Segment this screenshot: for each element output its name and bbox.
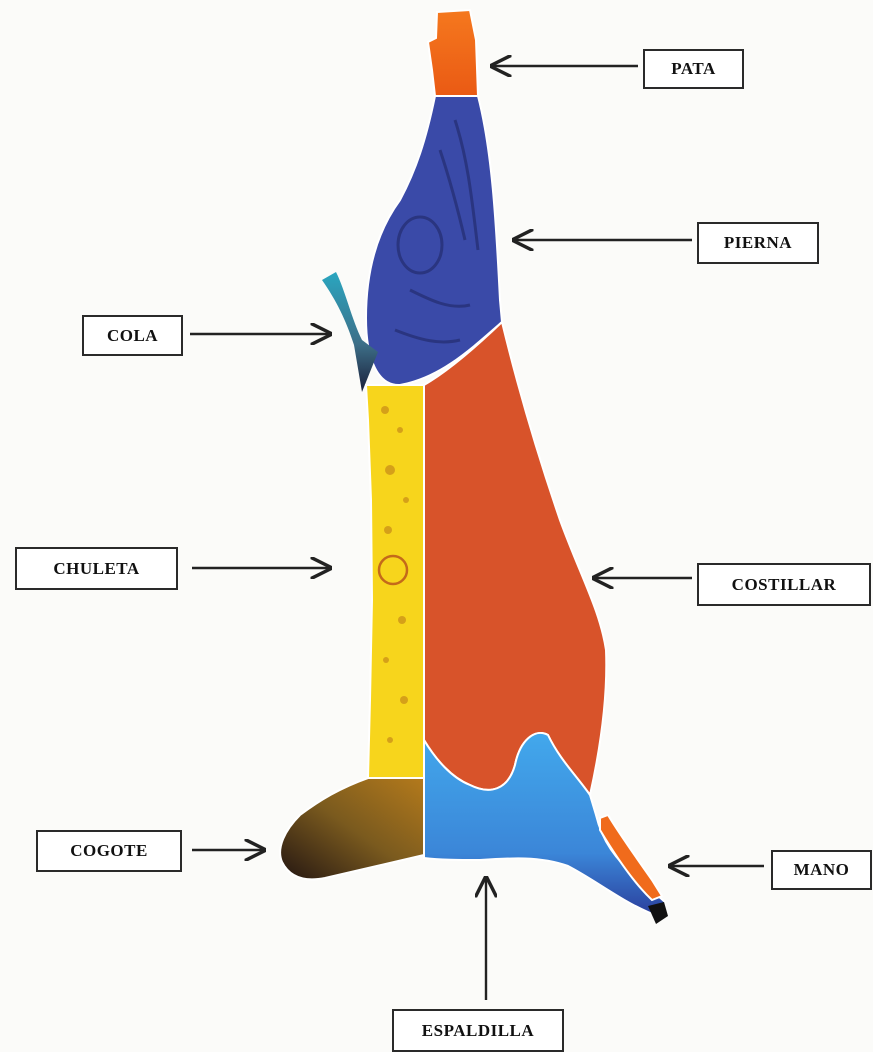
chuleta-label: CHULETA (15, 547, 178, 590)
costillar-region (424, 322, 606, 795)
costillar-label: COSTILLAR (697, 563, 871, 606)
mano-label: MANO (771, 850, 872, 890)
cogote-label: COGOTE (36, 830, 182, 872)
pata-label: PATA (643, 49, 744, 89)
espaldilla-label: ESPALDILLA (392, 1009, 564, 1052)
pierna-label: PIERNA (697, 222, 819, 264)
cogote-region (280, 778, 424, 879)
chuleta-region (366, 385, 424, 778)
cola-label: COLA (82, 315, 183, 356)
pata-region (428, 10, 478, 96)
